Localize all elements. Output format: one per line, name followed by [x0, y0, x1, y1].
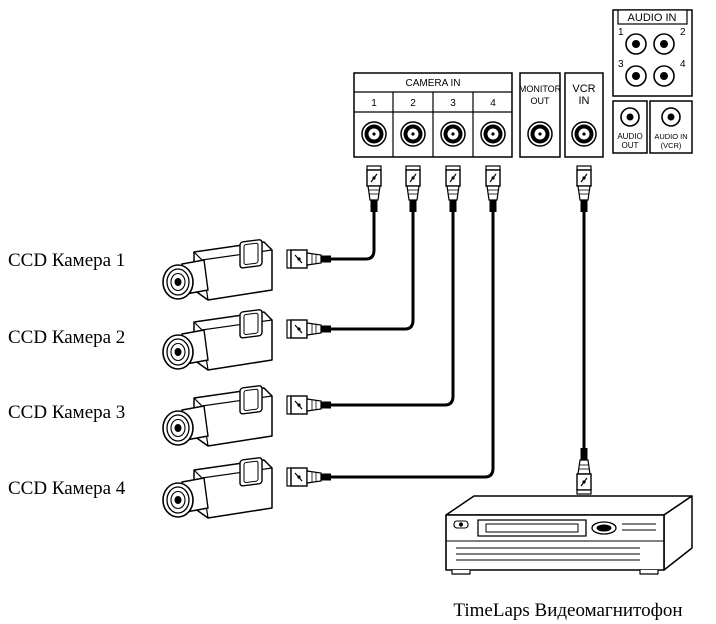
audio-in-jack-1: [625, 33, 647, 55]
audio-in-jack-4: [653, 65, 675, 87]
monitor-out-label-line1: MONITOR: [519, 84, 562, 94]
camera-label-1: CCD Камера 1: [8, 250, 125, 271]
plug-camera-in-1: [366, 165, 382, 213]
camera-port-label-1: 1: [371, 98, 377, 109]
cable-camera-4: [330, 212, 495, 479]
plug-camera-in-4: [485, 165, 501, 213]
cable-camera-3: [330, 212, 455, 407]
plug-camera-1: [286, 249, 332, 269]
audio-in-port-label-3: 3: [618, 59, 624, 70]
monitor-out-jack: [527, 121, 553, 147]
audio-in-vcr-panel: AUDIO IN (VCR): [649, 100, 693, 154]
camera-label-4: CCD Камера 4: [8, 478, 126, 499]
audio-in-port-label-1: 1: [618, 27, 624, 38]
camera-port-label-2: 2: [410, 98, 416, 109]
audio-out-label-line2: OUT: [622, 141, 639, 150]
audio-in-label: AUDIO IN: [628, 12, 677, 24]
audio-out-label-line1: AUDIO: [617, 132, 642, 141]
cables: [330, 212, 586, 479]
vcr-label: TimeLaps Видеомагнитофон: [453, 600, 682, 621]
vcr-in-label-line1: VCR: [572, 83, 595, 95]
vcr-in-label-line2: IN: [579, 95, 590, 107]
audio-in-vcr-label-line2: (VCR): [661, 141, 682, 150]
vcr-icon: [445, 495, 693, 575]
vcr-in-panel: VCR IN: [564, 72, 604, 158]
audio-in-port-label-2: 2: [680, 27, 686, 38]
camera-in-label: CAMERA IN: [405, 78, 460, 89]
audio-in-jack-2: [653, 33, 675, 55]
camera-icon-1: [162, 238, 273, 301]
audio-in-jack-3: [625, 65, 647, 87]
monitor-out-label-line2: OUT: [531, 96, 551, 106]
plug-vcr: [576, 447, 592, 495]
camera-icon-4: [162, 456, 273, 519]
monitor-out-panel: MONITOR OUT: [519, 72, 562, 158]
plug-vcr-in: [576, 165, 592, 213]
cable-camera-2: [330, 212, 415, 331]
camera-port-label-3: 3: [450, 98, 456, 109]
camera-in-jack-2: [400, 121, 426, 147]
camera-in-panel: CAMERA IN 1 2 3 4: [353, 72, 513, 158]
plug-camera-3: [286, 395, 332, 415]
plug-camera-2: [286, 319, 332, 339]
cable-camera-1: [330, 212, 376, 261]
camera-label-3: CCD Камера 3: [8, 402, 125, 423]
audio-in-port-label-4: 4: [680, 59, 686, 70]
camera-icon-3: [162, 384, 273, 447]
camera-port-label-4: 4: [490, 98, 496, 109]
audio-in-vcr-label-line1: AUDIO IN: [654, 132, 687, 141]
audio-out-panel: AUDIO OUT: [612, 100, 648, 154]
audio-in-panel: AUDIO IN 1 2 3 4: [612, 9, 693, 97]
camera-label-2: CCD Камера 2: [8, 327, 125, 348]
plug-camera-in-3: [445, 165, 461, 213]
vcr-in-jack: [571, 121, 597, 147]
camera-in-jack-4: [480, 121, 506, 147]
camera-in-jack-3: [440, 121, 466, 147]
plug-camera-4: [286, 467, 332, 487]
camera-icon-2: [162, 308, 273, 371]
camera-in-jack-1: [361, 121, 387, 147]
plug-camera-in-2: [405, 165, 421, 213]
